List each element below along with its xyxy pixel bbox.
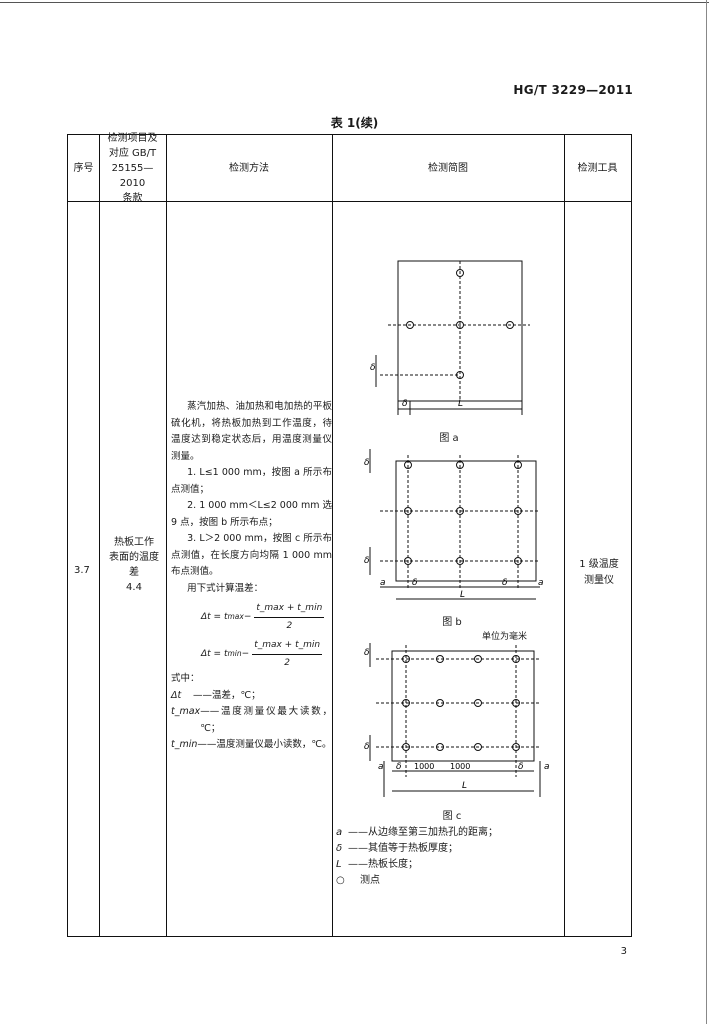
measure-point <box>436 699 444 707</box>
legend-delta-t: Δt——温差，℃； <box>171 689 261 701</box>
method-step-3: 3. L＞2 000 mm，按图 c 所示布点测值，在长度方向均隔 1 000 … <box>171 533 332 577</box>
measure-point <box>404 507 412 515</box>
svg-text:δ: δ <box>518 762 524 772</box>
measure-point <box>514 507 522 515</box>
spec-table: 序号 检测项目及 对应 GB/T 25155—2010 条款 检测方法 检测简图… <box>67 132 632 937</box>
header-tool: 检测工具 <box>577 162 618 174</box>
key-delta: δ——其值等于热板厚度； <box>336 843 458 854</box>
svg-text:a: a <box>544 762 550 772</box>
svg-text:1000: 1000 <box>450 762 470 771</box>
measure-point <box>512 655 520 663</box>
row-number: 3.7 <box>74 565 90 576</box>
row-item: 热板工作 表面的温度 差 4.4 <box>109 537 159 593</box>
svg-text:δ: δ <box>364 458 370 468</box>
col-divider-4 <box>564 135 565 936</box>
measure-point <box>456 371 464 379</box>
method-step-2: 2. 1 000 mm＜L≤2 000 mm 选 9 点，按图 b 所示布点； <box>171 500 332 528</box>
measure-point <box>456 507 464 515</box>
measure-point <box>404 461 412 469</box>
scan-edge-right <box>706 0 707 1024</box>
legend-tmin: t_min——温度测量仪最小读数，℃。 <box>171 739 332 750</box>
figure-a: δ δ L <box>370 260 530 415</box>
figure-c: δ δ a δ 1000 1000 δ a L <box>364 643 550 797</box>
measure-point <box>456 269 464 277</box>
row-tool: 1 级温度 测量仪 <box>579 559 619 586</box>
measure-point <box>404 557 412 565</box>
col-divider-1 <box>99 135 100 936</box>
svg-text:1000: 1000 <box>414 762 434 771</box>
table-title: 表 1(续) <box>330 116 379 130</box>
measure-point <box>456 461 464 469</box>
measure-point <box>474 743 482 751</box>
svg-text:δ: δ <box>364 742 370 752</box>
measure-point <box>514 557 522 565</box>
scan-edge-top <box>0 2 709 3</box>
header-diagram: 检测简图 <box>428 162 468 174</box>
svg-text:L: L <box>462 781 467 791</box>
figure-a-caption: 图 a <box>439 433 459 444</box>
svg-text:δ: δ <box>402 399 408 409</box>
svg-text:δ: δ <box>412 578 418 588</box>
measure-point <box>512 743 520 751</box>
method-text: 蒸汽加热、油加热和电加热的平板硫化机，将热板加热到工作温度，待温度达到稳定状态后… <box>171 399 332 754</box>
measure-point <box>474 699 482 707</box>
page-number: 3 <box>620 946 627 957</box>
measure-point <box>406 321 414 329</box>
svg-text:a: a <box>538 578 544 588</box>
svg-text:δ: δ <box>370 363 376 373</box>
figure-key: a——从边缘至第三加热孔的距离； δ——其值等于热板厚度； L——热板长度； ○… <box>336 825 498 889</box>
measure-point <box>514 461 522 469</box>
plate-outline-b <box>395 460 537 582</box>
svg-text:L: L <box>460 590 465 600</box>
method-intro: 蒸汽加热、油加热和电加热的平板硫化机，将热板加热到工作温度，待温度达到稳定状态后… <box>171 401 332 462</box>
measure-point <box>402 743 410 751</box>
header-divider <box>68 201 631 202</box>
unit-note: 单位为毫米 <box>482 632 528 642</box>
figure-b: δ δ a δ δ a L <box>364 449 544 600</box>
header-no: 序号 <box>73 162 94 174</box>
key-L: L——热板长度； <box>336 859 418 870</box>
col-divider-2 <box>166 135 167 936</box>
measure-point <box>436 743 444 751</box>
measure-point <box>456 321 464 329</box>
svg-text:L: L <box>458 399 463 409</box>
formula-where: 式中： <box>171 673 200 684</box>
measure-point <box>512 699 520 707</box>
legend-tmax: t_max——温度测量仪最大读数，℃； <box>171 706 332 734</box>
svg-text:δ: δ <box>502 578 508 588</box>
measure-point <box>456 557 464 565</box>
measure-point <box>436 655 444 663</box>
svg-text:δ: δ <box>396 762 402 772</box>
measure-point <box>474 655 482 663</box>
header-method: 检测方法 <box>229 162 269 174</box>
plate-outline-c <box>391 650 535 762</box>
figure-c-caption: 图 c <box>442 811 462 822</box>
svg-text:δ: δ <box>364 556 370 566</box>
key-a: a——从边缘至第三加热孔的距离； <box>336 827 498 838</box>
header-item: 检测项目及 对应 GB/T 25155—2010 条款 <box>107 132 158 204</box>
measure-point <box>402 655 410 663</box>
measure-point <box>506 321 514 329</box>
method-step-1: 1. L≤1 000 mm，按图 a 所示布点测值； <box>171 467 332 495</box>
method-calc: 用下式计算温差： <box>187 582 264 594</box>
svg-text:a: a <box>380 578 386 588</box>
figure-b-caption: 图 b <box>442 617 462 628</box>
svg-text:δ: δ <box>364 648 370 658</box>
key-measure-point: ○测点 <box>336 875 380 886</box>
col-divider-3 <box>332 135 333 936</box>
measure-point <box>402 699 410 707</box>
svg-text:a: a <box>378 762 384 772</box>
document-code: HG/T 3229—2011 <box>513 83 633 97</box>
